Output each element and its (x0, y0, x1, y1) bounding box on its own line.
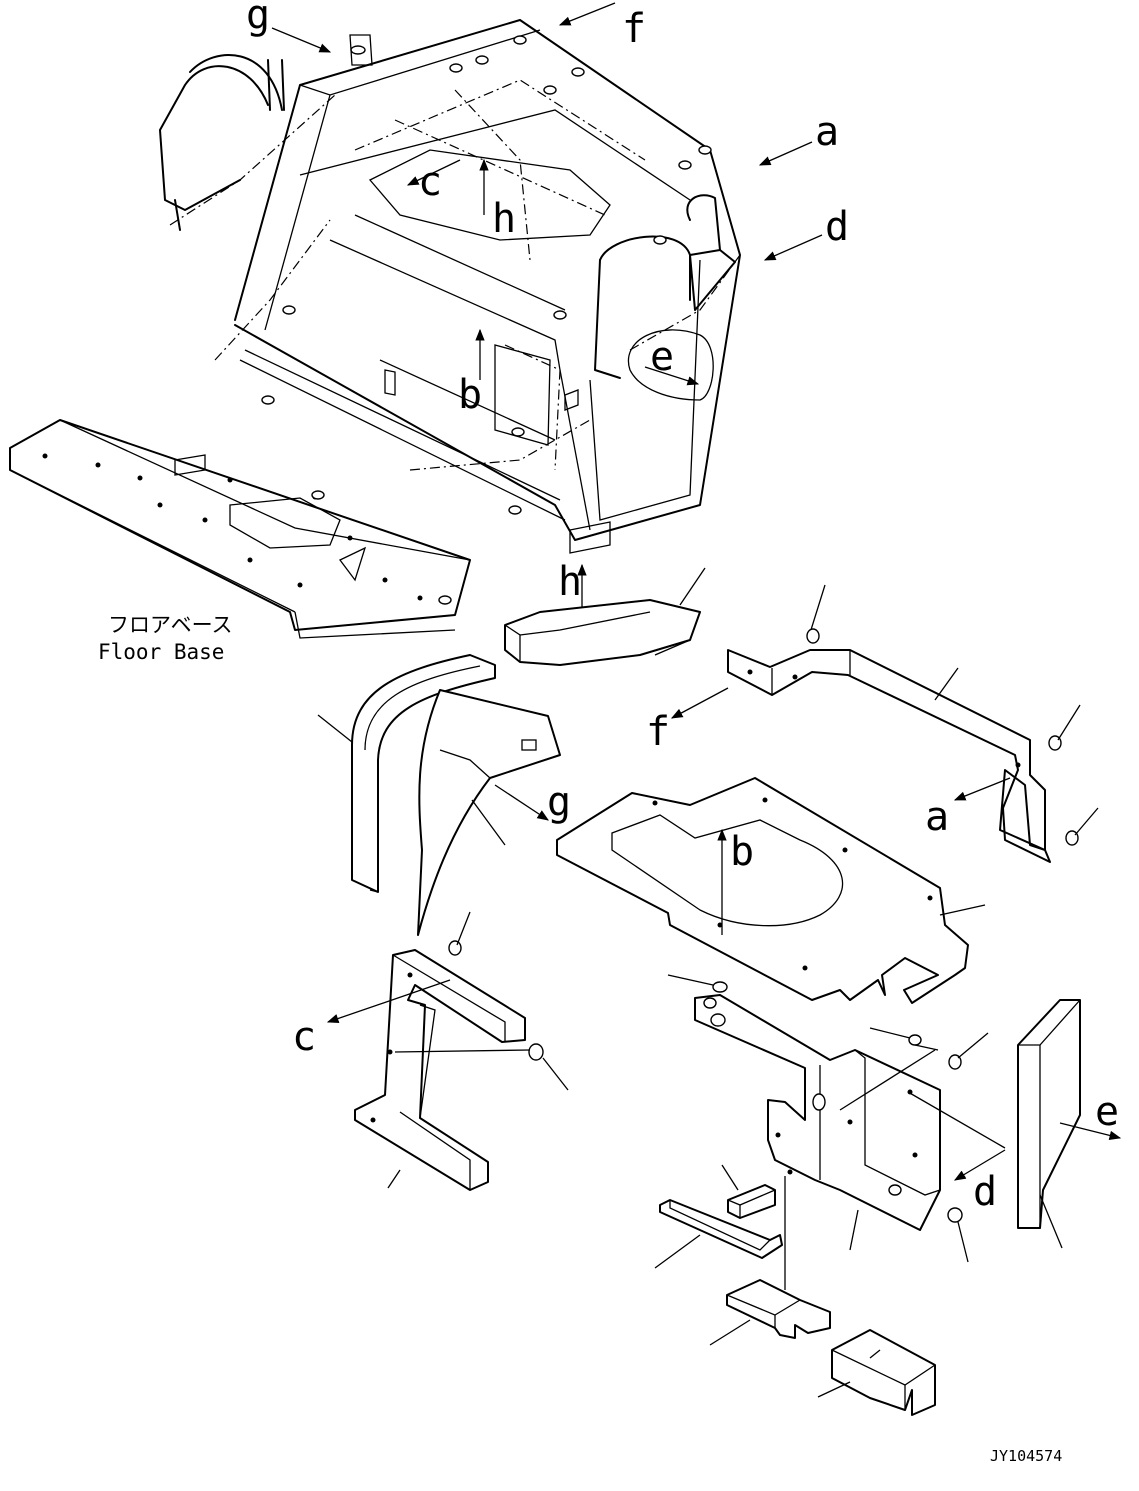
callout-arrows-lower (326, 687, 1122, 1181)
drawing-code: JY104574 (990, 1447, 1062, 1465)
callout-c-top: c (418, 159, 442, 205)
callout-labels: g f a c h d e b h f g a b c d e (246, 0, 1119, 1215)
callout-f-lower: f (646, 709, 670, 755)
callout-g-top: g (246, 0, 270, 38)
callout-f-top: f (622, 6, 646, 52)
callout-b-top: b (458, 372, 482, 418)
callout-d-lower: d (973, 1169, 997, 1215)
callout-h-top: h (492, 196, 516, 242)
callout-a-top: a (815, 109, 839, 155)
callout-arrows-upper (271, 2, 823, 620)
callout-h-lower: h (558, 559, 582, 605)
callout-a-lower: a (925, 794, 949, 840)
floor-base-caption: フロアベース Floor Base (98, 613, 233, 664)
floor-base-assembly (9, 19, 741, 639)
caption-japanese: フロアベース (108, 613, 233, 637)
callout-d-top: d (825, 204, 849, 250)
callout-g-lower: g (547, 779, 571, 825)
callout-b-lower: b (730, 829, 754, 875)
callout-e-lower: e (1095, 1089, 1119, 1135)
caption-english: Floor Base (98, 640, 224, 664)
callout-e-top: e (650, 334, 674, 380)
exploded-parts (317, 567, 1099, 1416)
callout-c-lower: c (292, 1014, 316, 1060)
